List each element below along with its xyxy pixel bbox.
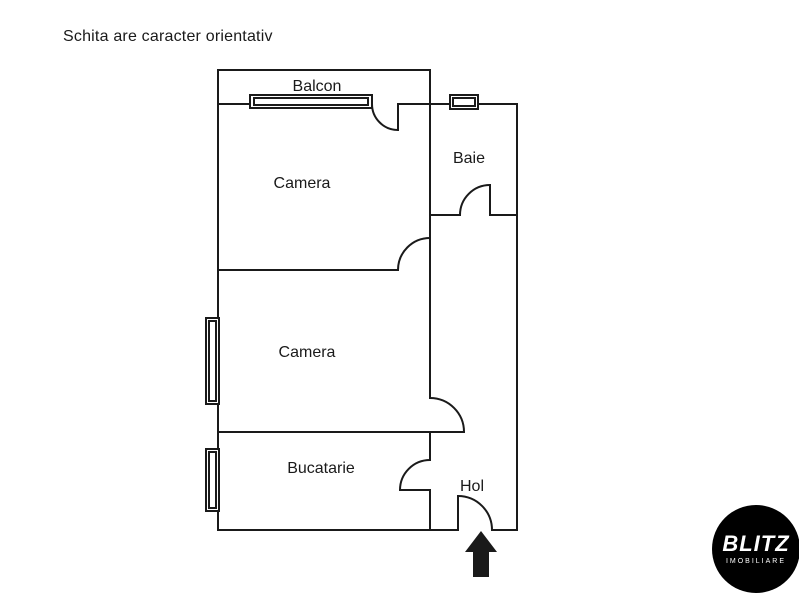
door-bucatarie-arc: [398, 458, 432, 492]
entrance-arrow: [465, 531, 497, 577]
agency-logo-subtitle: IMOBILIARE: [725, 558, 787, 565]
agency-logo: BLITZ IMOBILIARE: [712, 505, 799, 593]
room-labels: Balcon Camera Baie Camera Bucatarie Hol: [274, 78, 486, 495]
door-baie-arc: [458, 183, 492, 217]
room-label-bucatarie: Bucatarie: [287, 460, 355, 477]
balcony-window-inner: [253, 97, 369, 106]
agency-logo-brand: BLITZ: [722, 531, 790, 556]
walls: [217, 69, 518, 531]
windows: [205, 94, 479, 512]
room-label-camera-top: Camera: [274, 175, 331, 192]
baie-window-inner: [452, 97, 476, 107]
disclaimer-text: Schita are caracter orientativ: [63, 28, 273, 45]
door-camera-middle-arc: [428, 396, 466, 434]
door-camera-top-arc: [396, 236, 432, 272]
room-label-balcon: Balcon: [293, 78, 342, 95]
room-label-baie: Baie: [453, 150, 485, 167]
bucatarie-window-inner: [208, 451, 217, 509]
camera-middle-window-inner: [208, 320, 217, 402]
door-entrance-arc: [456, 494, 494, 532]
room-label-camera-middle: Camera: [279, 344, 336, 361]
door-balcony-arc: [370, 102, 400, 132]
doors: [370, 102, 494, 532]
room-label-hol: Hol: [460, 478, 484, 495]
